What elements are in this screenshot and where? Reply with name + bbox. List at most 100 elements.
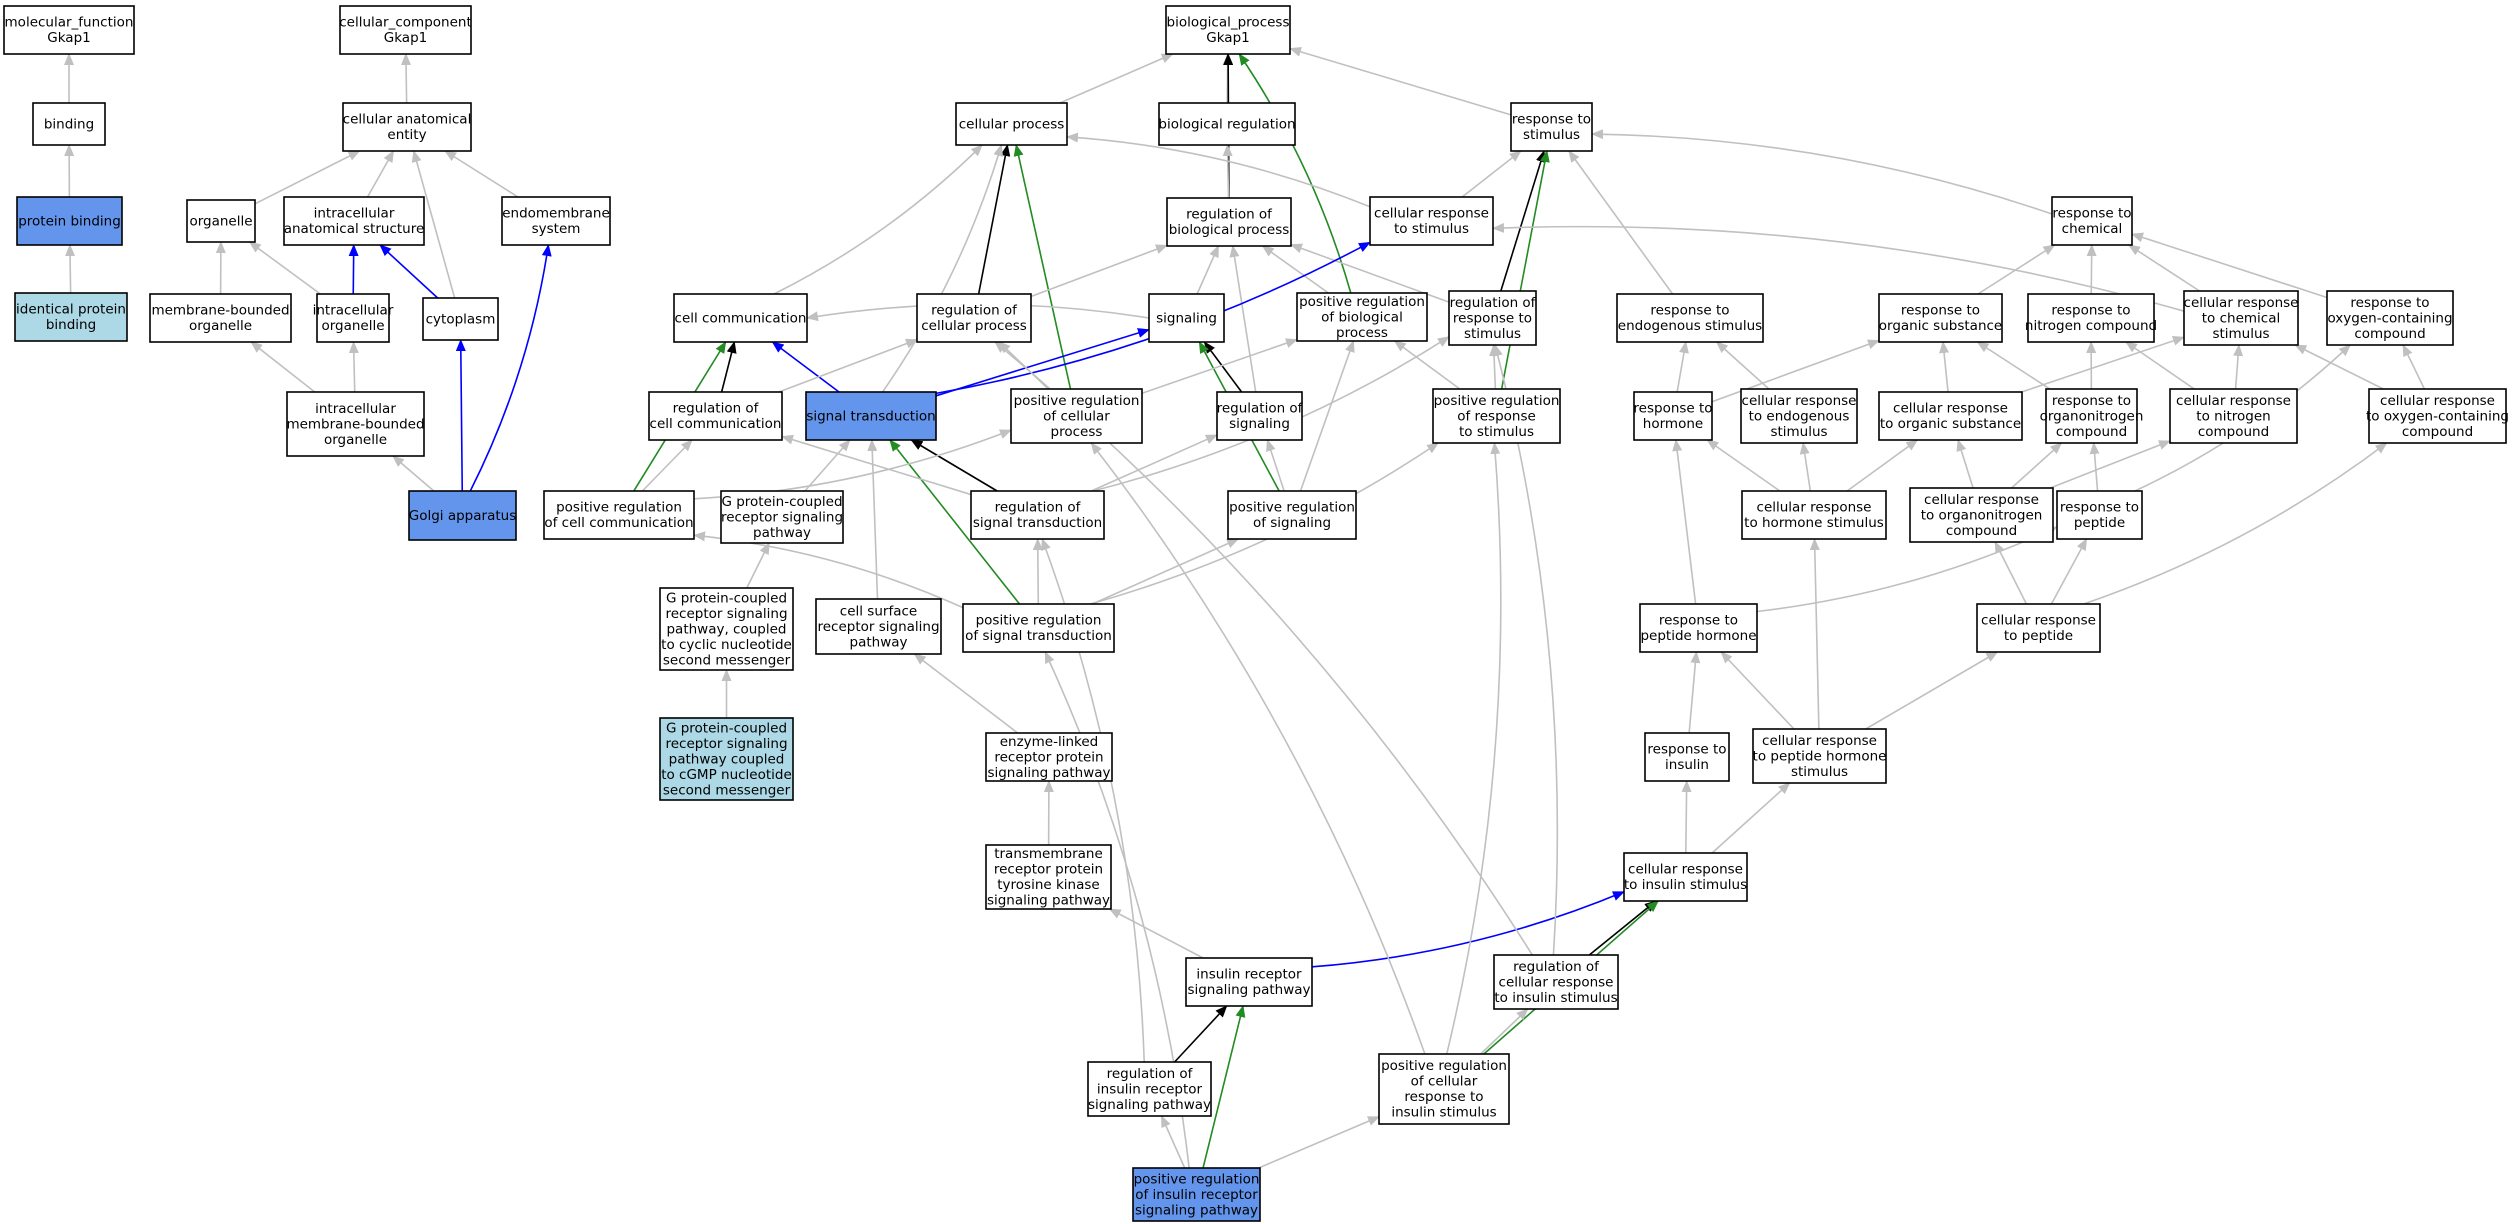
node-label-line: cellular response	[1893, 401, 2008, 417]
go-term-node-protbind[interactable]: protein binding	[16, 196, 123, 246]
edge-positively-regulates-prirsp-to-irsp	[1202, 1005, 1246, 1169]
go-term-node-signaling[interactable]: signaling	[1148, 293, 1225, 343]
node-box	[1633, 391, 1713, 441]
node-label-line: biological regulation	[1158, 116, 1295, 132]
node-label-line: stimulus	[1770, 424, 1827, 440]
node-label-line: signaling pathway	[987, 765, 1110, 781]
node-label-line: cellular response	[1374, 206, 1489, 222]
edge-is-a-prst-to-prsig	[1092, 538, 1240, 605]
edge-is-a-crtnc-to-rtnc	[2125, 341, 2195, 390]
node-box	[1165, 5, 1291, 55]
node-label-line: binding	[44, 116, 94, 132]
edge-part-of-golgi-to-endomem	[469, 244, 552, 492]
node-label-line: insulin receptor	[1196, 967, 1302, 983]
node-label-line: signaling pathway	[1088, 1097, 1211, 1113]
go-term-node-organelle[interactable]: organelle	[186, 199, 256, 243]
edge-is-a-prsig-to-rsig	[1266, 439, 1285, 492]
go-term-node-golgi[interactable]: Golgi apparatus	[408, 490, 517, 541]
go-term-node-sigtrans[interactable]: signal transduction	[805, 391, 937, 441]
edge-is-a-crtchem-to-rtchem	[2128, 244, 2200, 292]
node-label-line: cellular response	[1628, 862, 1743, 878]
node-label-line: signaling pathway	[1187, 982, 1310, 998]
node-label-line: to chemical	[2202, 310, 2280, 326]
edge-is-a-cp-to-bp	[1059, 53, 1174, 104]
node-label-line: to cGMP nucleotide	[661, 767, 792, 783]
node-label-line: regulation of	[1217, 401, 1304, 417]
node-label-line: response to	[2350, 295, 2429, 311]
node-box	[1510, 102, 1593, 152]
edge-is-a-rsig-to-rbp	[1229, 245, 1257, 393]
node-label-line: biological process	[1169, 222, 1290, 238]
node-label-line: positive regulation	[556, 500, 682, 516]
node-box	[1296, 292, 1428, 342]
node-label-line: response to	[1647, 742, 1726, 758]
go-term-node-binding[interactable]: binding	[32, 102, 106, 146]
go-term-node-cp[interactable]: cellular process	[955, 102, 1068, 146]
node-label-line: of cellular	[1043, 408, 1110, 424]
node-label-line: regulation of	[673, 401, 760, 417]
node-label-line: positive regulation	[1134, 1171, 1260, 1187]
node-label-line: peptide hormone	[1640, 628, 1756, 644]
go-term-node-breg[interactable]: biological regulation	[1158, 102, 1296, 146]
go-term-node-cellcomm[interactable]: cell communication	[673, 293, 808, 343]
node-label-line: oxygen-containing	[2327, 310, 2452, 326]
go-term-node-cytoplasm[interactable]: cytoplasm	[422, 297, 499, 341]
